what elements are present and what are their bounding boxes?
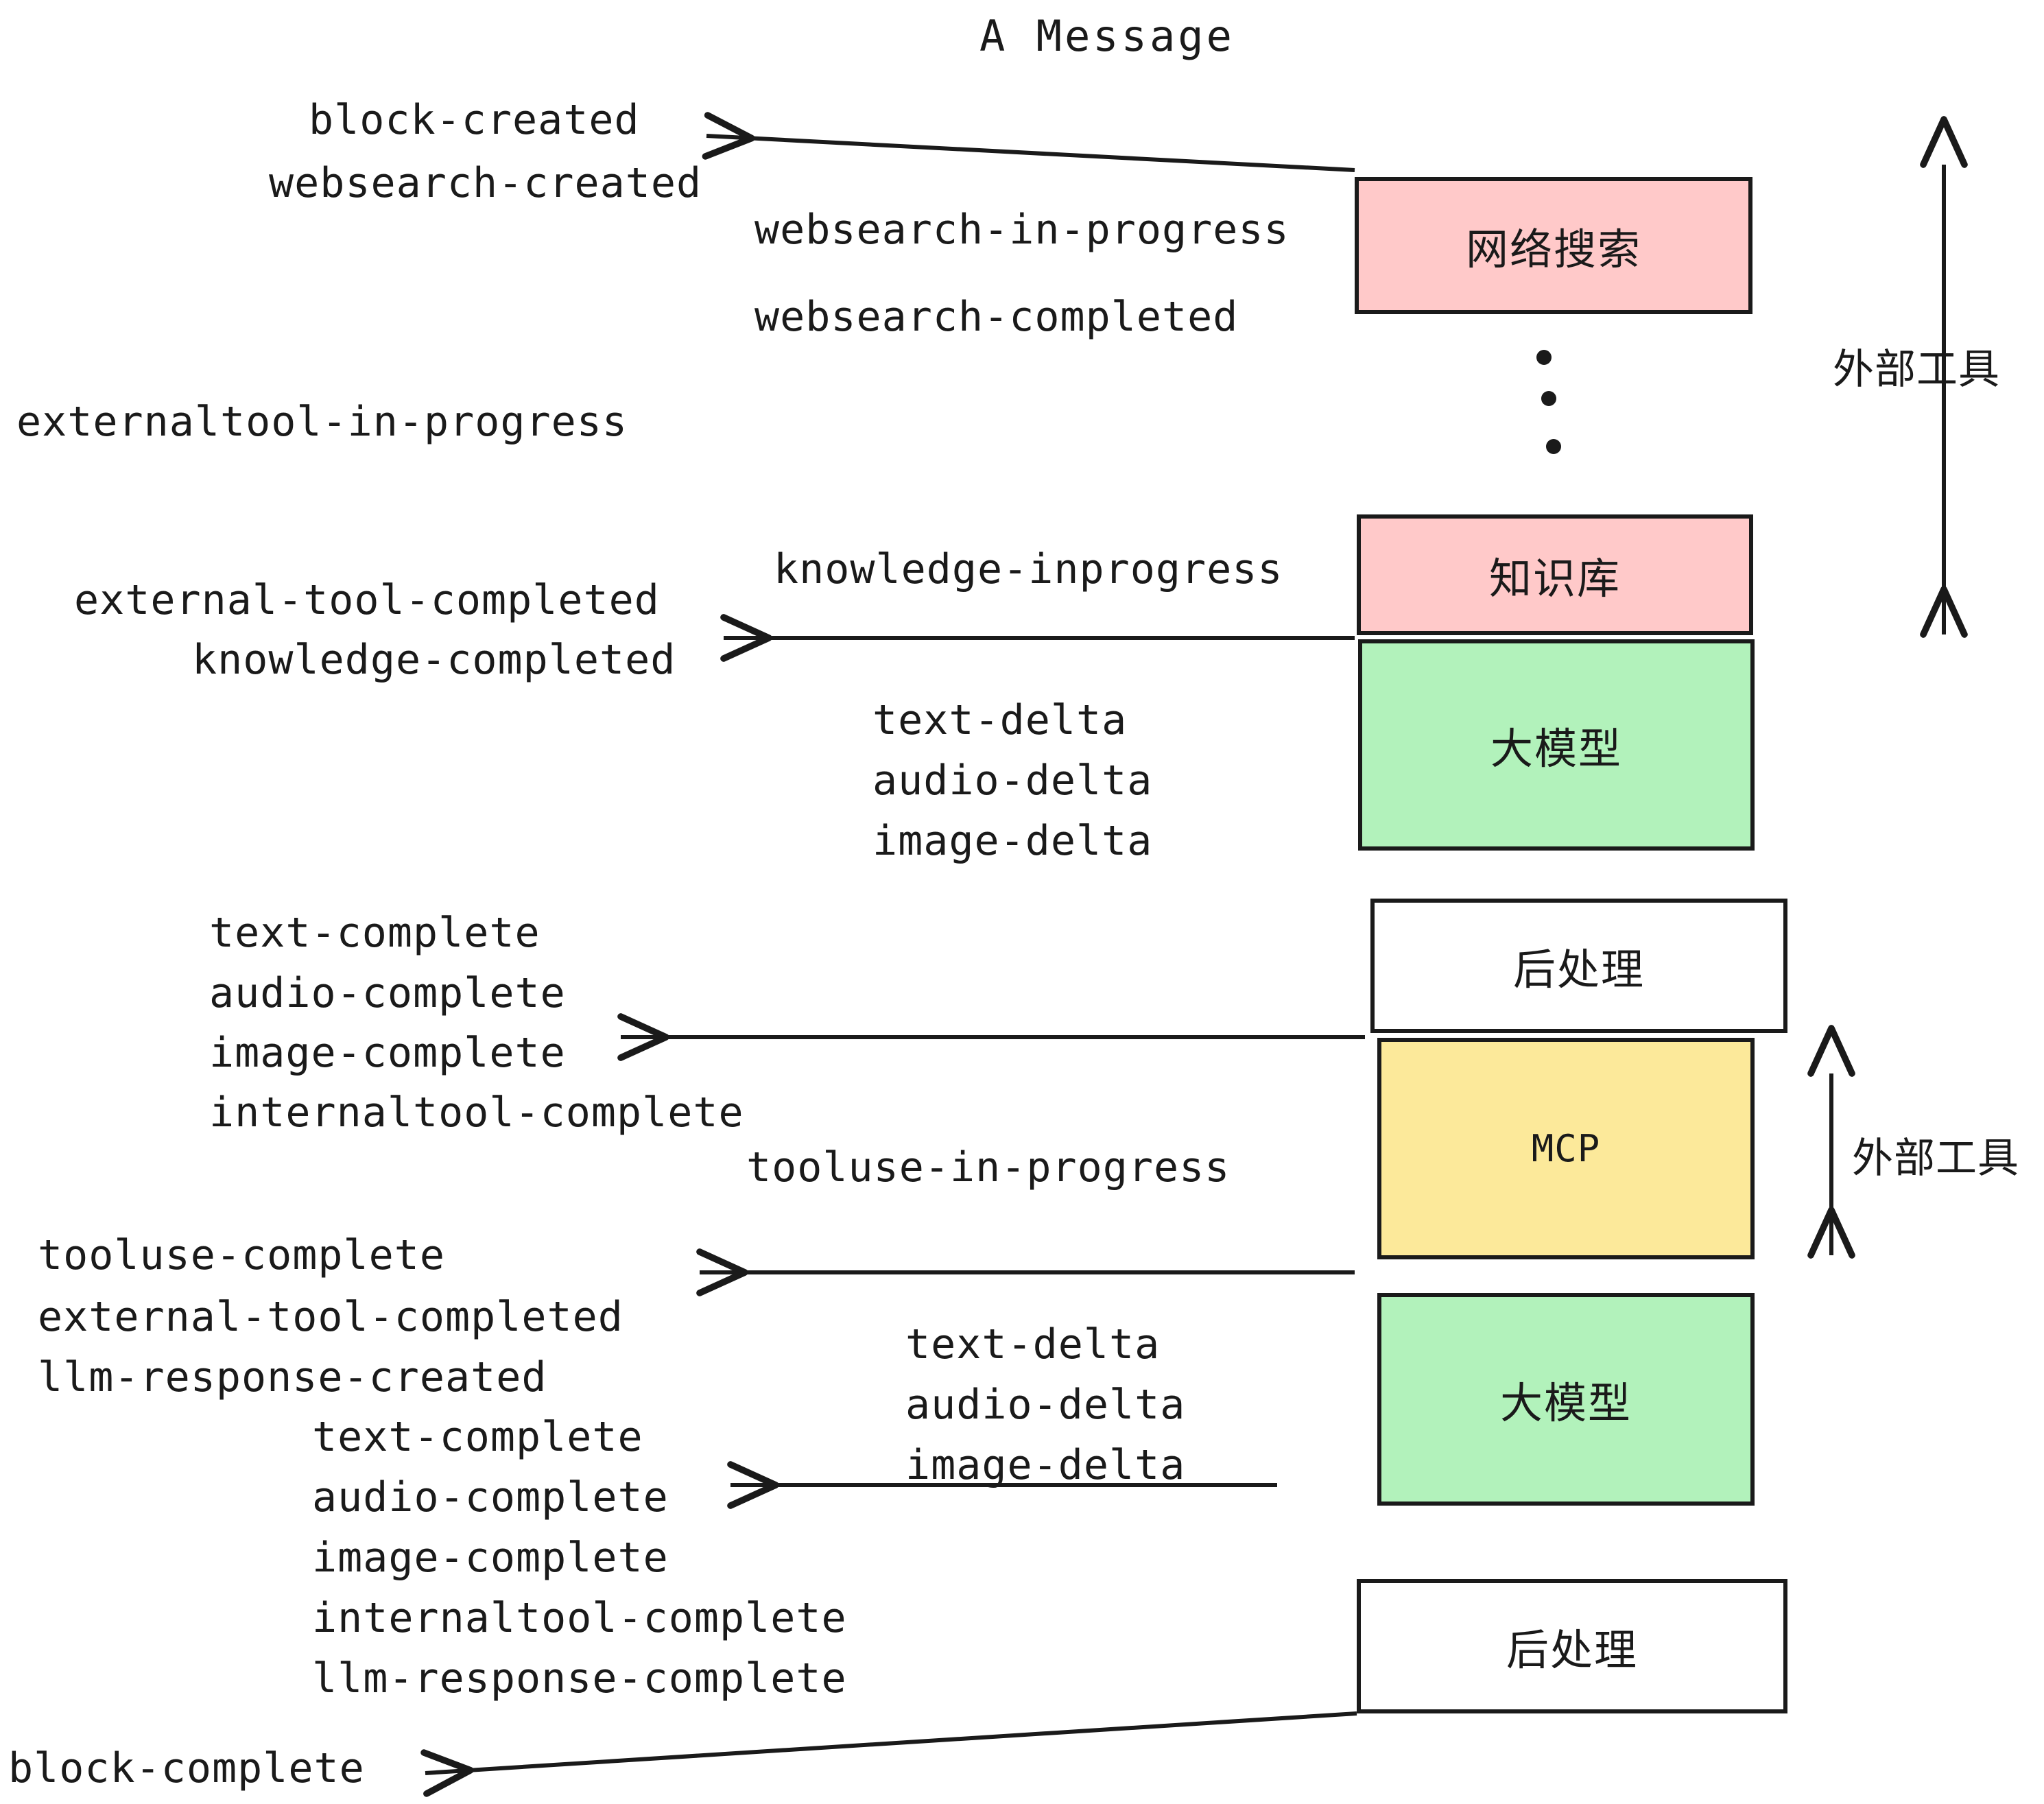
event-image-complete-1: image-complete	[209, 1029, 566, 1077]
node-knowledge-base-label: 知识库	[1488, 554, 1621, 604]
event-block-complete: block-complete	[8, 1744, 365, 1792]
event-tooluse-complete: tooluse-complete	[38, 1231, 445, 1279]
event-websearch-created: websearch-created	[269, 159, 702, 207]
event-websearch-completed: websearch-completed	[754, 293, 1239, 341]
event-audio-complete-2: audio-complete	[312, 1473, 669, 1521]
event-knowledge-inprogress: knowledge-inprogress	[774, 545, 1283, 593]
node-llm-first[interactable]: 大模型	[1358, 639, 1755, 851]
event-llm-response-created: llm-response-created	[38, 1353, 547, 1401]
event-text-complete-1: text-complete	[209, 909, 540, 957]
event-knowledge-completed: knowledge-completed	[192, 636, 676, 684]
node-llm-first-label: 大模型	[1490, 724, 1622, 774]
event-internaltool-complete-2: internaltool-complete	[312, 1594, 847, 1642]
ellipsis-dot-3	[1546, 439, 1561, 454]
node-postprocess-first-label: 后处理	[1512, 945, 1645, 995]
event-image-delta-1: image-delta	[872, 817, 1153, 865]
event-llm-response-complete: llm-response-complete	[312, 1654, 847, 1702]
ellipsis-dot-2	[1541, 391, 1556, 406]
node-llm-second[interactable]: 大模型	[1377, 1293, 1755, 1506]
node-postprocess-second[interactable]: 后处理	[1357, 1579, 1787, 1713]
event-text-delta-2: text-delta	[905, 1320, 1161, 1368]
event-websearch-in-progress: websearch-in-progress	[754, 206, 1290, 254]
event-externaltool-in-progress: externaltool-in-progress	[16, 398, 628, 446]
event-tooluse-in-progress: tooluse-in-progress	[746, 1143, 1231, 1191]
node-websearch-label: 网络搜索	[1465, 224, 1641, 274]
node-mcp[interactable]: MCP	[1377, 1038, 1755, 1259]
event-image-delta-2: image-delta	[905, 1441, 1186, 1489]
event-audio-complete-1: audio-complete	[209, 969, 566, 1017]
node-llm-second-label: 大模型	[1499, 1378, 1632, 1428]
node-postprocess-second-label: 后处理	[1506, 1625, 1638, 1675]
node-mcp-label: MCP	[1531, 1127, 1601, 1170]
event-audio-delta-1: audio-delta	[872, 757, 1153, 805]
event-external-tool-completed-1: external-tool-completed	[74, 576, 660, 624]
ellipsis-dot-1	[1536, 350, 1552, 365]
event-image-complete-2: image-complete	[312, 1534, 669, 1582]
node-websearch[interactable]: 网络搜索	[1355, 177, 1752, 314]
event-internaltool-complete-1: internaltool-complete	[209, 1089, 744, 1137]
event-text-complete-2: text-complete	[312, 1413, 643, 1461]
event-block-created: block-created	[309, 96, 640, 144]
arrow-websearch-to-block-created	[702, 112, 1355, 172]
node-postprocess-first[interactable]: 后处理	[1370, 899, 1787, 1033]
node-knowledge-base[interactable]: 知识库	[1357, 514, 1753, 635]
group-label-external-tools-top: 外部工具	[1833, 346, 2000, 394]
event-text-delta-1: text-delta	[872, 696, 1128, 744]
arrow-postprocess2-to-block-complete	[420, 1711, 1357, 1797]
group-label-external-tools-bottom: 外部工具	[1852, 1135, 2019, 1183]
event-audio-delta-2: audio-delta	[905, 1381, 1186, 1429]
diagram-title: A Message	[979, 11, 1235, 61]
event-external-tool-completed-2: external-tool-completed	[38, 1293, 623, 1341]
